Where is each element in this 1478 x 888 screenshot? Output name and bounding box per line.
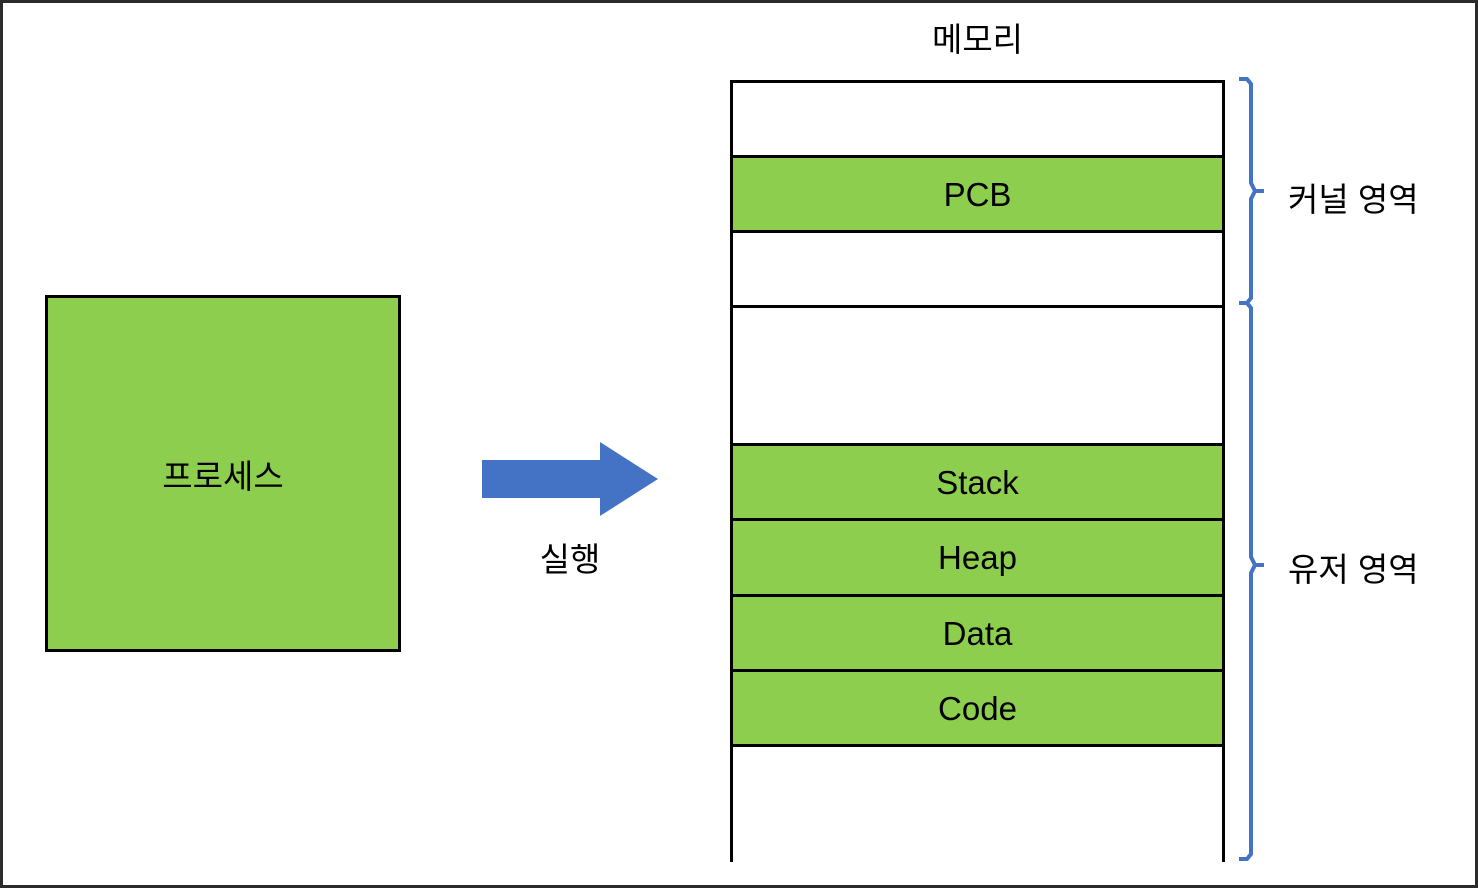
memory-segment-label: Heap — [938, 539, 1017, 576]
memory-segment-code: Code — [733, 672, 1222, 747]
process-label: 프로세스 — [162, 457, 284, 495]
execution-arrow-label: 실행 — [539, 541, 601, 578]
user-region-brace-icon — [1238, 300, 1264, 862]
kernel-region-brace-icon — [1238, 76, 1264, 306]
memory-segment-data: Data — [733, 597, 1222, 672]
execution-arrow-icon — [482, 442, 658, 516]
memory-segment-label: Data — [942, 614, 1013, 652]
memory-segment-heap: Heap — [733, 521, 1222, 597]
process-box: 프로세스 — [45, 295, 401, 652]
memory-segment-label: PCB — [943, 175, 1012, 213]
user-region-label: 유저 영역 — [1288, 551, 1419, 588]
kernel-region-label: 커널 영역 — [1288, 181, 1419, 218]
memory-title: 메모리 — [931, 21, 1024, 58]
memory-segment-pcb: PCB — [733, 158, 1222, 233]
memory-segment-empty-0 — [733, 83, 1222, 158]
memory-segment-label: Stack — [936, 463, 1019, 501]
memory-segment-label: Code — [938, 689, 1017, 727]
memory-segment-stack: Stack — [733, 446, 1222, 521]
memory-segment-empty-3 — [733, 308, 1222, 446]
memory-segment-empty-8 — [733, 747, 1222, 865]
memory-segment-empty-2 — [733, 233, 1222, 308]
